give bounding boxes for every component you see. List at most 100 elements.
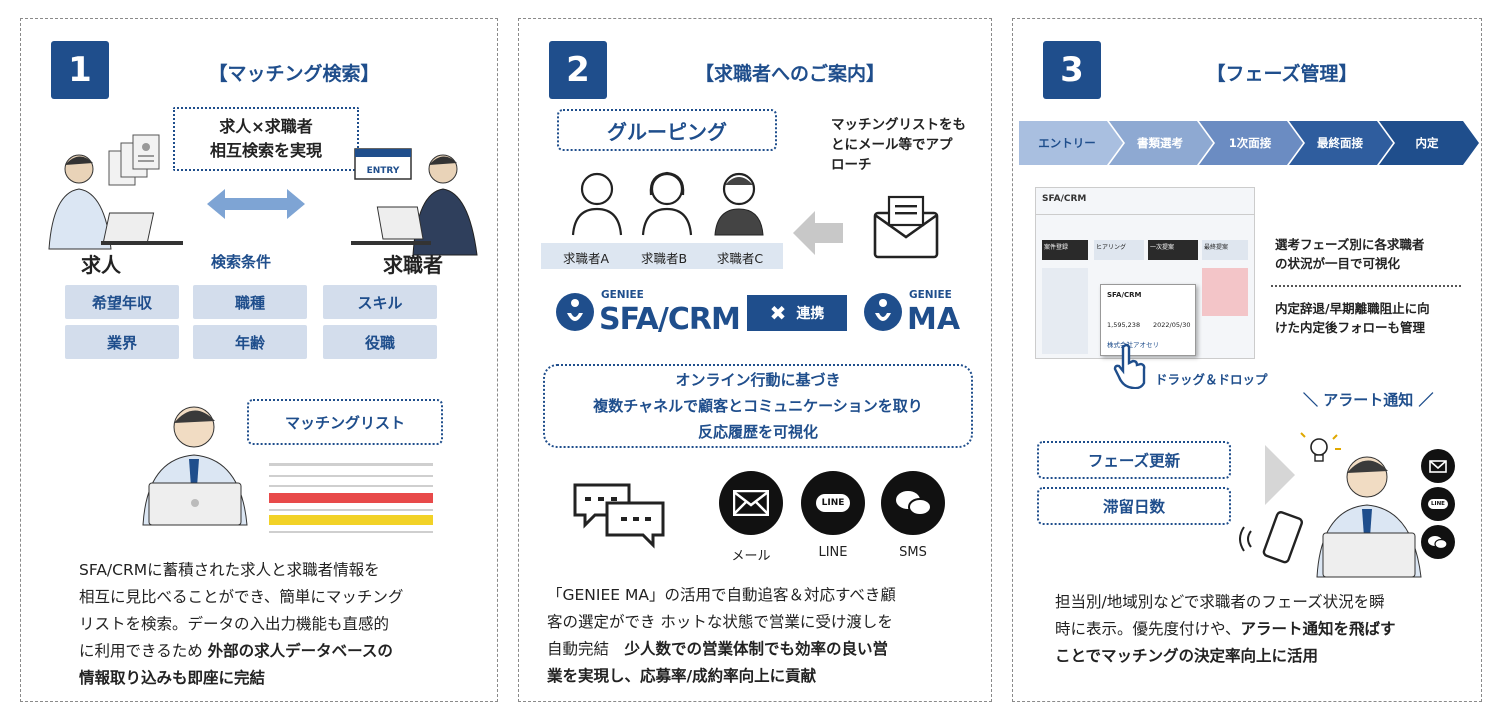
crm-col-head: 最終提案 bbox=[1202, 240, 1248, 260]
search-conditions-label: 検索条件 bbox=[211, 253, 272, 271]
note-divider bbox=[1271, 285, 1461, 287]
crm-divider bbox=[1036, 214, 1254, 215]
grouping-label: グルーピング bbox=[557, 109, 777, 151]
bubble-line: 求人×求職者 bbox=[219, 117, 313, 136]
desc-line: リストを検索。データの入出力機能も直感的 bbox=[79, 615, 390, 633]
smartphone-icon bbox=[1239, 511, 1304, 564]
note-line: マッチングリストをも bbox=[831, 117, 966, 133]
geniee-brand: GENIEE bbox=[601, 289, 644, 301]
hand-cursor-icon bbox=[1113, 343, 1146, 389]
step-number: 3 bbox=[1043, 41, 1101, 99]
online-line: オンライン行動に基づき bbox=[675, 371, 841, 389]
alerted-person-illustration bbox=[1300, 432, 1422, 578]
mail-envelope-icon bbox=[873, 195, 939, 259]
chat-bubbles-icon bbox=[573, 483, 665, 549]
desc-line: 「GENIEE MA」の活用で自動追客＆対応すべき顧 bbox=[547, 586, 896, 604]
link-badge: ✖ 連携 bbox=[747, 295, 847, 331]
desc-line: 客の選定ができ ホットな状態で営業に受け渡しを bbox=[547, 613, 893, 631]
recruiter-label: 求人 bbox=[81, 253, 121, 277]
recruiter-illustration bbox=[48, 134, 183, 250]
operator-illustration bbox=[142, 406, 248, 526]
note-line: 内定辞退/早期離職阻止に向 bbox=[1275, 301, 1430, 316]
crm-card-amount: 1,595,238 bbox=[1107, 321, 1141, 329]
panel-matching-search: 1 【マッチング検索】 求人×求職者 相互検索を実現 ENTRY 求人 検索条件 bbox=[20, 18, 498, 702]
step-number: 1 bbox=[51, 41, 109, 99]
desc-text: に利用できるため bbox=[79, 642, 208, 660]
crm-col-head: 案件登録 bbox=[1042, 240, 1088, 260]
phase-step: 書類選考 bbox=[1137, 136, 1183, 150]
condition-chip: 年齢 bbox=[193, 325, 307, 359]
job-seeker-illustration: ENTRY bbox=[351, 148, 478, 256]
phase-step: 1次面接 bbox=[1228, 136, 1272, 150]
desc-line: SFA/CRMに蓄積された求人と求職者情報を bbox=[79, 561, 380, 579]
right-arrow-icon bbox=[1265, 445, 1295, 505]
crm-col-head: 一次提案 bbox=[1148, 240, 1198, 260]
desc-line: 自動完結 少人数での営業体制でも効率の良い営 bbox=[547, 636, 977, 663]
desc-line: 情報取り込みも即座に完結 bbox=[79, 665, 479, 692]
note-line: 選考フェーズ別に各求職者 bbox=[1275, 237, 1425, 252]
stay-days-label: 滞留日数 bbox=[1037, 487, 1231, 525]
drag-drop-label: ドラッグ＆ドロップ bbox=[1155, 372, 1268, 387]
alert-sms-icon bbox=[1421, 525, 1455, 559]
person-icons bbox=[571, 171, 764, 236]
sms-channel-icon bbox=[881, 471, 945, 535]
panel1-description: SFA/CRMに蓄積された求人と求職者情報を 相互に見比べることができ、簡単にマ… bbox=[79, 557, 479, 692]
cross-icon: ✖ bbox=[769, 301, 787, 325]
desc-bold: 少人数での営業体制でも効率の良い営 bbox=[624, 640, 889, 658]
desc-line: 担当別/地域別などで求職者のフェーズ状況を瞬 bbox=[1055, 593, 1385, 611]
desc-text: 時に表示。優先度付けや、 bbox=[1055, 620, 1241, 638]
condition-chip: 役職 bbox=[323, 325, 437, 359]
line-icon-text: LINE bbox=[1428, 499, 1448, 509]
desc-line: 業を実現し、応募率/成約率向上に貢献 bbox=[547, 663, 977, 690]
geniee-logo-icon bbox=[864, 293, 902, 331]
line-channel-icon: LINE bbox=[801, 471, 865, 535]
panel-candidate-guidance: 2 【求職者へのご案内】 グルーピング マッチングリストをも とにメール等でアプ… bbox=[518, 18, 992, 702]
desc-bold: 情報取り込みも即座に完結 bbox=[79, 669, 266, 687]
phase-chevrons bbox=[1019, 121, 1479, 165]
mutual-search-bubble: 求人×求職者 相互検索を実現 bbox=[173, 107, 359, 171]
matching-list-label: マッチングリスト bbox=[247, 399, 443, 445]
condition-chip: 業界 bbox=[65, 325, 179, 359]
channel-label: メール bbox=[731, 549, 771, 564]
phase-step: 内定 bbox=[1415, 136, 1439, 150]
desc-bold: 業を実現し、応募率/成約率向上に貢献 bbox=[547, 667, 817, 685]
left-arrow-icon bbox=[793, 211, 843, 255]
desc-text: 自動完結 bbox=[547, 640, 625, 658]
double-arrow-icon bbox=[207, 189, 305, 219]
job-seeker-label: 求職者 bbox=[383, 253, 443, 277]
phase-note-1: 選考フェーズ別に各求職者 の状況が一目で可視化 bbox=[1275, 235, 1424, 273]
online-action-box: オンライン行動に基づき 複数チャネルで顧客とコミュニケーションを取り 反応履歴を… bbox=[543, 364, 973, 448]
desc-bold: 外部の求人データベースの bbox=[207, 642, 393, 660]
person-label: 求職者B bbox=[640, 251, 688, 266]
panel-title: 【マッチング検索】 bbox=[208, 63, 380, 85]
panel-title: 【求職者へのご案内】 bbox=[694, 63, 885, 85]
phase-update-label: フェーズ更新 bbox=[1037, 441, 1231, 479]
crm-column-highlight bbox=[1202, 268, 1248, 316]
link-label: 連携 bbox=[796, 306, 825, 322]
crm-dragged-card[interactable]: SFA/CRM 1,595,238 2022/05/30 株式会社アオセリ bbox=[1100, 284, 1196, 356]
channel-label: SMS bbox=[899, 545, 927, 560]
desc-line: に利用できるため 外部の求人データベースの bbox=[79, 638, 479, 665]
crm-card-title: SFA/CRM bbox=[1107, 291, 1142, 299]
panel-title: 【フェーズ管理】 bbox=[1206, 63, 1358, 85]
note-line: けた内定後フォローも管理 bbox=[1275, 320, 1426, 335]
step-number: 2 bbox=[549, 41, 607, 99]
panel3-description: 担当別/地域別などで求職者のフェーズ状況を瞬 時に表示。優先度付けや、アラート通… bbox=[1055, 589, 1475, 670]
desc-line: 相互に見比べることができ、簡単にマッチング bbox=[79, 588, 404, 606]
email-channel-icon bbox=[719, 471, 783, 535]
bubble-line: 相互検索を実現 bbox=[209, 141, 322, 160]
sfa-crm-logo: SFA/CRM bbox=[599, 302, 741, 337]
crm-col-head: ヒアリング bbox=[1094, 240, 1144, 260]
note-line: ローチ bbox=[831, 157, 872, 173]
persons-bar bbox=[541, 243, 783, 269]
panel2-description: 「GENIEE MA」の活用で自動追客＆対応すべき顧 客の選定ができ ホットな状… bbox=[547, 582, 977, 690]
person-label: 求職者C bbox=[716, 251, 764, 266]
line-icon-text: LINE bbox=[815, 494, 851, 512]
alert-label: ＼ アラート通知 ／ bbox=[1303, 391, 1434, 409]
alert-mail-icon bbox=[1421, 449, 1455, 483]
online-line: 複数チャネルで顧客とコミュニケーションを取り bbox=[593, 397, 923, 415]
desc-line: 時に表示。優先度付けや、アラート通知を飛ばす bbox=[1055, 616, 1475, 643]
condition-chip: 職種 bbox=[193, 285, 307, 319]
geniee-brand: GENIEE bbox=[909, 289, 952, 301]
panel-phase-management: 3 【フェーズ管理】 エントリー 書類選考 1次面接 最終面接 内定 SFA/C… bbox=[1012, 18, 1482, 702]
